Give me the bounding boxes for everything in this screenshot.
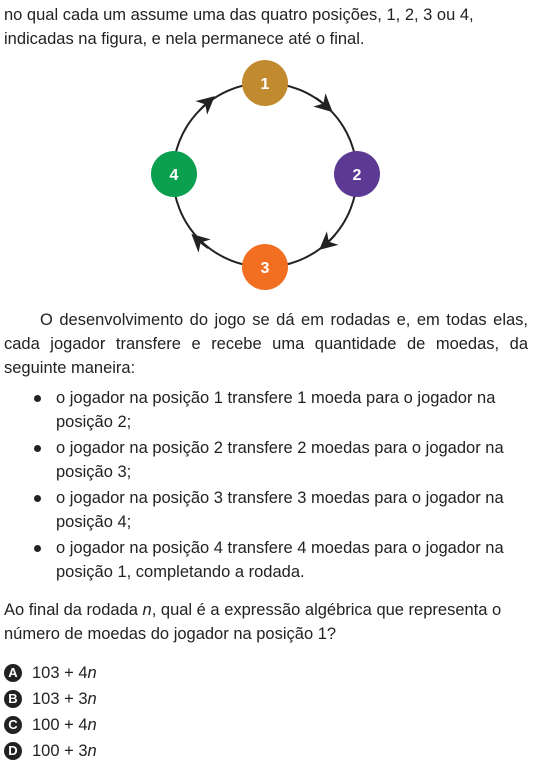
option-b-var: n	[87, 690, 97, 708]
option-d-var: n	[87, 742, 97, 760]
position-1-node: 1	[242, 60, 288, 106]
positions-diagram: 1 2 3 4	[151, 60, 380, 290]
question-post: , qual é a expressão algébrica que repre…	[4, 601, 502, 643]
arrow-1-to-2	[313, 93, 333, 113]
option-a-text: 103 + 4n	[32, 661, 97, 685]
position-2-circle	[334, 151, 380, 197]
option-b-text: 103 + 3n	[32, 687, 97, 711]
rule-item: o jogador na posição 2 transfere 2 moeda…	[30, 436, 530, 484]
question-pre: Ao final da rodada	[4, 601, 143, 619]
position-4-label: 4	[170, 167, 179, 184]
option-a-var: n	[87, 664, 97, 682]
arrow-2-to-3	[319, 231, 339, 250]
question-variable: n	[142, 601, 152, 619]
position-3-label: 3	[261, 260, 270, 277]
option-d-badge: D	[4, 742, 22, 760]
option-c-badge: C	[4, 716, 22, 734]
position-1-label: 1	[261, 76, 270, 93]
option-a-badge: A	[4, 664, 22, 682]
option-d-base: 100 + 3	[32, 742, 88, 760]
bullet-dot-icon	[34, 445, 41, 452]
position-4-node: 4	[151, 151, 197, 197]
option-a-base: 103 + 4	[32, 664, 88, 682]
option-c-text: 100 + 4n	[32, 713, 97, 737]
rounds-paragraph: O desenvolvimento do jogo se dá em rodad…	[4, 311, 528, 377]
option-c-var: n	[87, 716, 97, 734]
rules-list: o jogador na posição 1 transfere 1 moeda…	[30, 386, 530, 586]
position-2-node: 2	[334, 151, 380, 197]
rule-item: o jogador na posição 1 transfere 1 moeda…	[30, 386, 530, 434]
position-4-circle	[151, 151, 197, 197]
rule-text: o jogador na posição 4 transfere 4 moeda…	[56, 539, 504, 581]
arrow-4-to-1	[195, 96, 215, 115]
option-c[interactable]: C 100 + 4n	[4, 712, 97, 738]
option-b-badge: B	[4, 690, 22, 708]
rule-text: o jogador na posição 2 transfere 2 moeda…	[56, 439, 504, 481]
position-3-node: 3	[242, 244, 288, 290]
position-2-label: 2	[353, 167, 362, 184]
bullet-dot-icon	[34, 495, 41, 502]
bullet-dot-icon	[34, 545, 41, 552]
rule-item: o jogador na posição 4 transfere 4 moeda…	[30, 536, 530, 584]
option-d-text: 100 + 3n	[32, 739, 97, 763]
intro-paragraph: no qual cada um assume uma das quatro po…	[4, 6, 474, 48]
option-b[interactable]: B 103 + 3n	[4, 686, 97, 712]
position-1-circle	[242, 60, 288, 106]
option-b-base: 103 + 3	[32, 690, 88, 708]
rule-text: o jogador na posição 1 transfere 1 moeda…	[56, 389, 496, 431]
option-c-base: 100 + 4	[32, 716, 88, 734]
question-paragraph: Ao final da rodada n, qual é a expressão…	[4, 598, 532, 646]
rule-text: o jogador na posição 3 transfere 3 moeda…	[56, 489, 504, 531]
position-3-circle	[242, 244, 288, 290]
arrow-3-to-4	[191, 233, 211, 253]
rule-item: o jogador na posição 3 transfere 3 moeda…	[30, 486, 530, 534]
option-d[interactable]: D 100 + 3n	[4, 738, 97, 764]
bullet-dot-icon	[34, 395, 41, 402]
option-a[interactable]: A 103 + 4n	[4, 660, 97, 686]
